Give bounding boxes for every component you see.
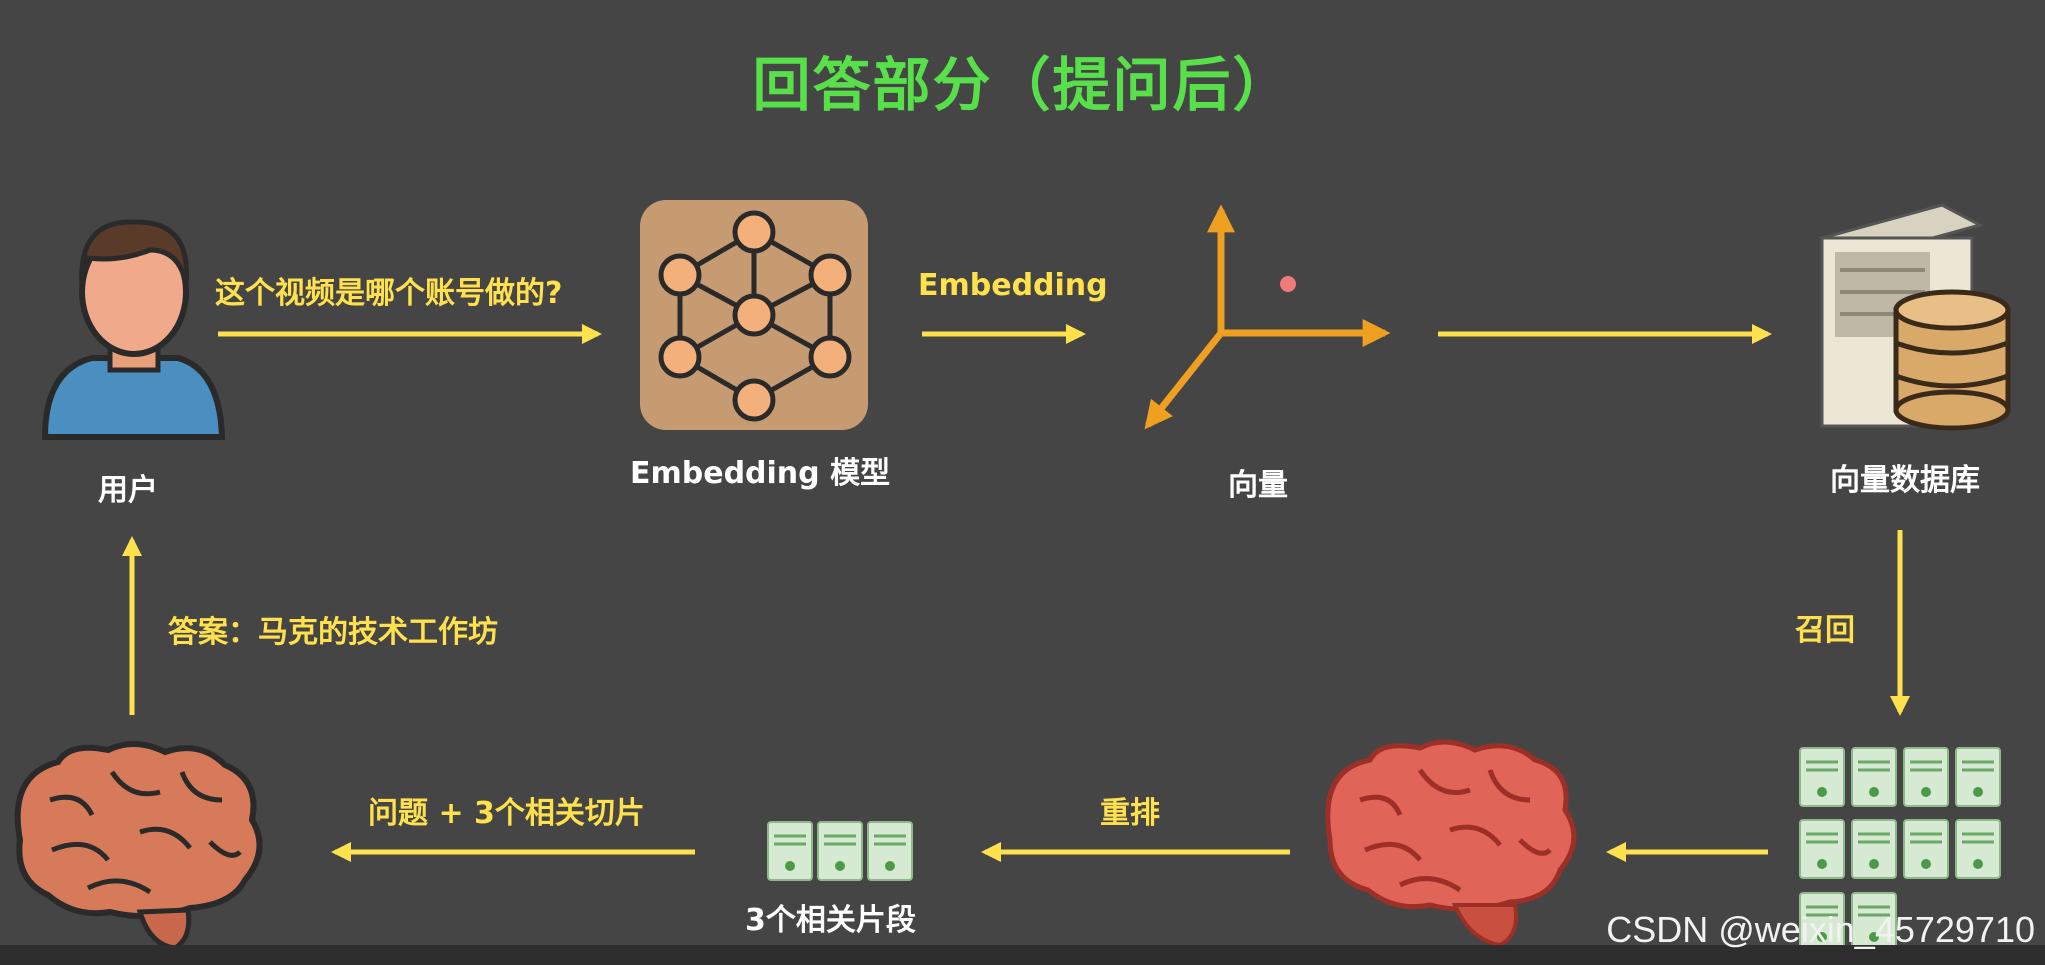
user-icon bbox=[41, 219, 226, 440]
document-card-icon bbox=[1851, 819, 1897, 879]
document-card-icon bbox=[1799, 747, 1845, 807]
embedding-edge-label: Embedding bbox=[918, 268, 1108, 303]
bottom-strip bbox=[0, 945, 2045, 965]
document-card-icon bbox=[1955, 819, 2001, 879]
recalled-documents-icon bbox=[1799, 747, 2001, 952]
vector-database-label: 向量数据库 bbox=[1830, 463, 1980, 498]
segment-card-icon bbox=[867, 821, 913, 881]
document-card-icon bbox=[1903, 747, 1949, 807]
segment-card-icon bbox=[817, 821, 863, 881]
reranker-brain-icon bbox=[1325, 739, 1577, 948]
segment-card-icon bbox=[767, 821, 813, 881]
question-label: 这个视频是哪个账号做的? bbox=[215, 276, 563, 311]
vector-label: 向量 bbox=[1228, 468, 1288, 503]
llm-brain-icon bbox=[14, 741, 263, 951]
document-card-icon bbox=[1851, 892, 1897, 952]
vector-point bbox=[1280, 276, 1296, 292]
document-card-icon bbox=[1799, 819, 1845, 879]
document-card-icon bbox=[1903, 819, 1949, 879]
answer-label: 答案：马克的技术工作坊 bbox=[168, 615, 498, 650]
document-card-icon bbox=[1851, 747, 1897, 807]
vector-database-icon bbox=[1817, 203, 2011, 431]
embedding-model-label: Embedding 模型 bbox=[630, 456, 891, 491]
to-llm-label: 问题 + 3个相关切片 bbox=[368, 796, 645, 831]
relevant-segments-label: 3个相关片段 bbox=[745, 903, 916, 938]
user-label: 用户 bbox=[98, 473, 158, 508]
segments-icon bbox=[767, 821, 913, 881]
page-title: 回答部分（提问后） bbox=[752, 51, 1293, 119]
vector-axes-icon bbox=[1144, 204, 1391, 430]
embedding-model-icon bbox=[640, 200, 868, 430]
recall-label: 召回 bbox=[1795, 613, 1855, 648]
rerank-label: 重排 bbox=[1100, 796, 1160, 831]
document-card-icon bbox=[1955, 747, 2001, 807]
watermark: CSDN @weixin_45729710 bbox=[1606, 909, 2035, 950]
document-card-icon bbox=[1799, 892, 1845, 952]
